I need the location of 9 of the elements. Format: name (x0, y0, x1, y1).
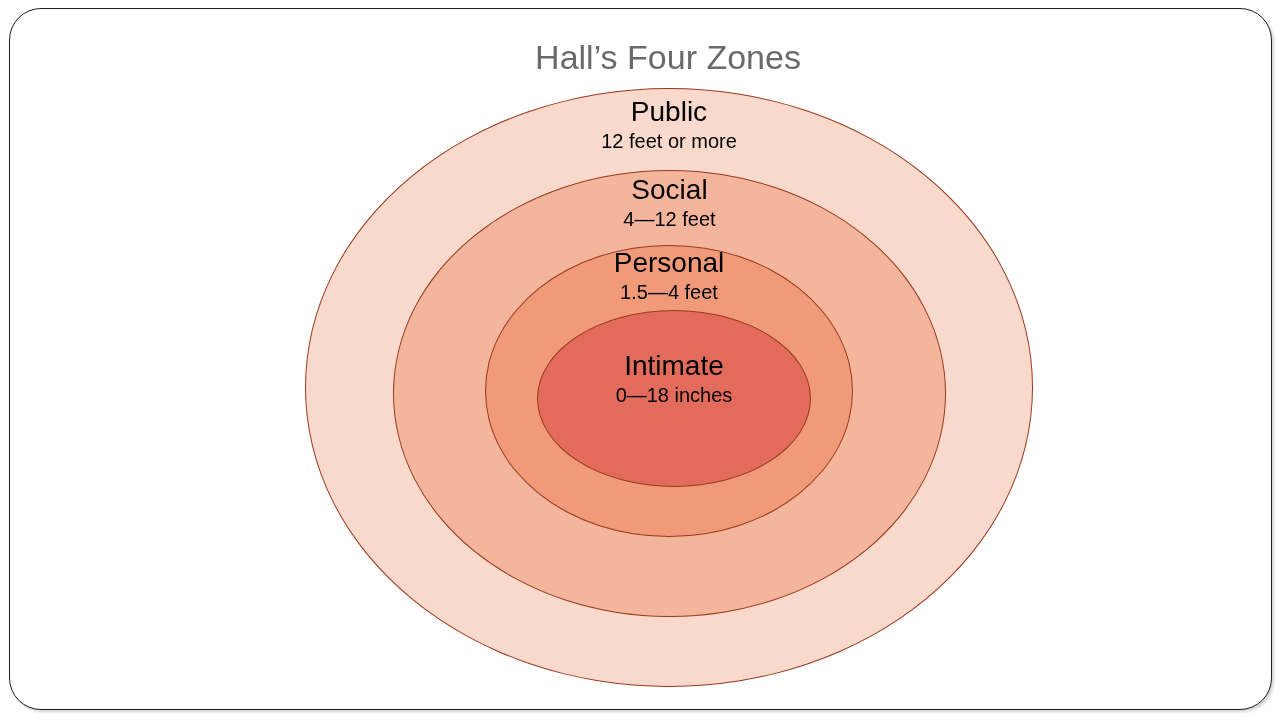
zone-name: Social (631, 173, 708, 207)
slide-title: Hall’s Four Zones (535, 37, 801, 77)
zone-name: Public (630, 95, 708, 129)
zone-distance: 1.5—4 feet (620, 280, 718, 304)
zone-distance: 12 feet or more (601, 129, 737, 153)
zone-distance: 0—18 inches (615, 383, 733, 407)
zone-distance: 4—12 feet (623, 207, 716, 231)
zone-name: Intimate (624, 349, 724, 383)
zone-name: Personal (613, 246, 725, 280)
